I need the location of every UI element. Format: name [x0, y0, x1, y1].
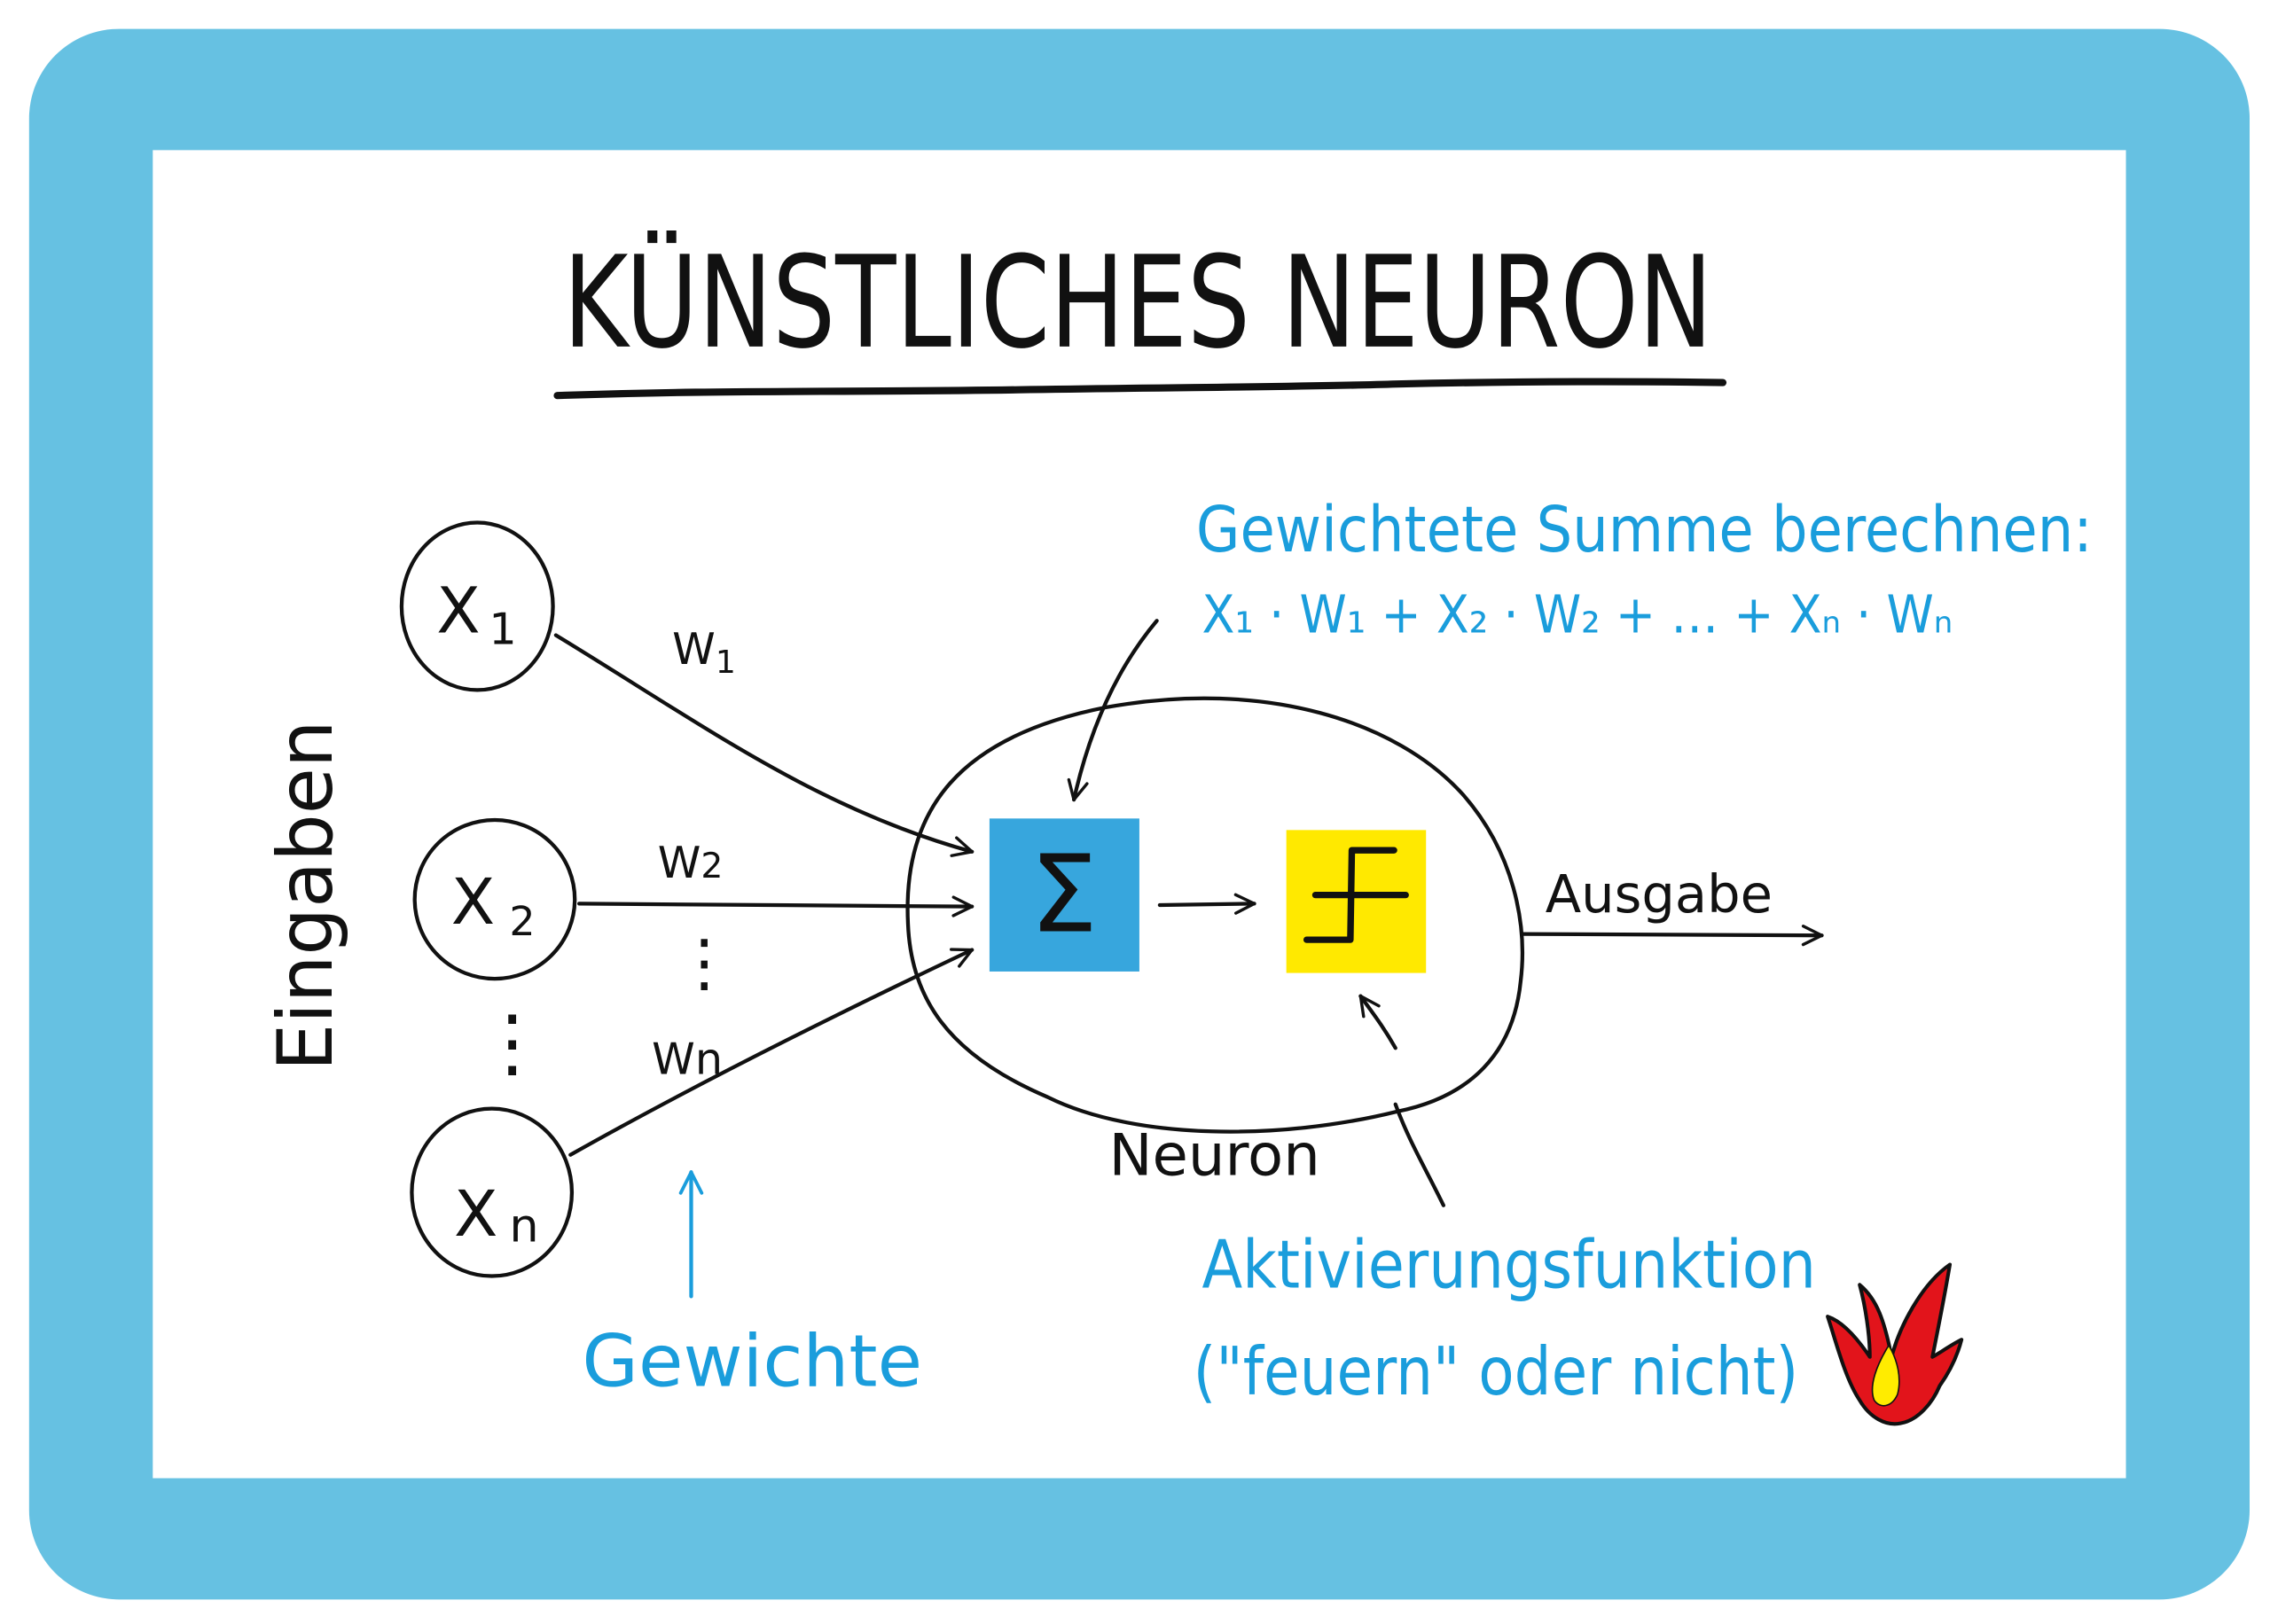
weight-ellipsis: ⋮ — [672, 925, 736, 1000]
connection-x1 — [553, 633, 975, 857]
input-node-xn-label: X — [454, 1176, 497, 1251]
sum-symbol: Σ — [1029, 832, 1098, 956]
page-title: KÜNSTLICHES NEURON — [563, 228, 1712, 376]
input-node-x2-label: X — [451, 864, 495, 939]
weight-label-w2: W2 — [658, 837, 724, 888]
activation-annotation-line1: Aktivierungsfunktion — [1202, 1226, 1816, 1304]
output-label: Ausgabe — [1546, 863, 1773, 925]
neuron-label: Neuron — [1108, 1122, 1319, 1190]
activation-box — [1286, 830, 1427, 973]
step-function-icon — [1303, 847, 1409, 943]
title-underline — [553, 378, 1727, 400]
weight-label-wn: Wn — [652, 1034, 723, 1085]
input-ellipsis: ⋮ — [474, 999, 550, 1087]
sum-box — [989, 818, 1139, 972]
weights-annotation: Gewichte — [582, 1320, 922, 1404]
inner-canvas — [153, 150, 2126, 1479]
input-node-x2: X 2 — [412, 817, 577, 981]
inputs-label: Eingaben — [262, 720, 350, 1071]
neuron-body — [905, 696, 1524, 1134]
flame-icon — [1826, 1262, 1964, 1426]
input-node-xn-subscript: n — [509, 1199, 538, 1253]
activation-annotation-line2: ("feuern" oder nicht) — [1194, 1332, 1799, 1410]
input-node-x1-subscript: 1 — [489, 603, 516, 654]
weighted-sum-pointer-arrow — [1067, 619, 1159, 802]
sum-to-activation-arrow — [1157, 893, 1256, 915]
weighted-sum-formula: X₁ · W₁ + X₂ · W₂ + … + Xₙ · Wₙ — [1202, 583, 1953, 644]
output-arrow — [1520, 925, 1824, 947]
activation-pointer-arrow-lower — [1393, 1102, 1446, 1207]
weight-label-w1: W1 — [672, 623, 736, 681]
input-node-x2-subscript: 2 — [509, 898, 535, 945]
weighted-sum-title: Gewichtete Summe berechnen: — [1196, 492, 2093, 566]
input-node-xn: X n — [410, 1106, 575, 1278]
activation-pointer-arrow-upper — [1358, 994, 1397, 1050]
input-node-x1-label: X — [436, 574, 480, 648]
input-node-x1: X 1 — [399, 520, 555, 692]
